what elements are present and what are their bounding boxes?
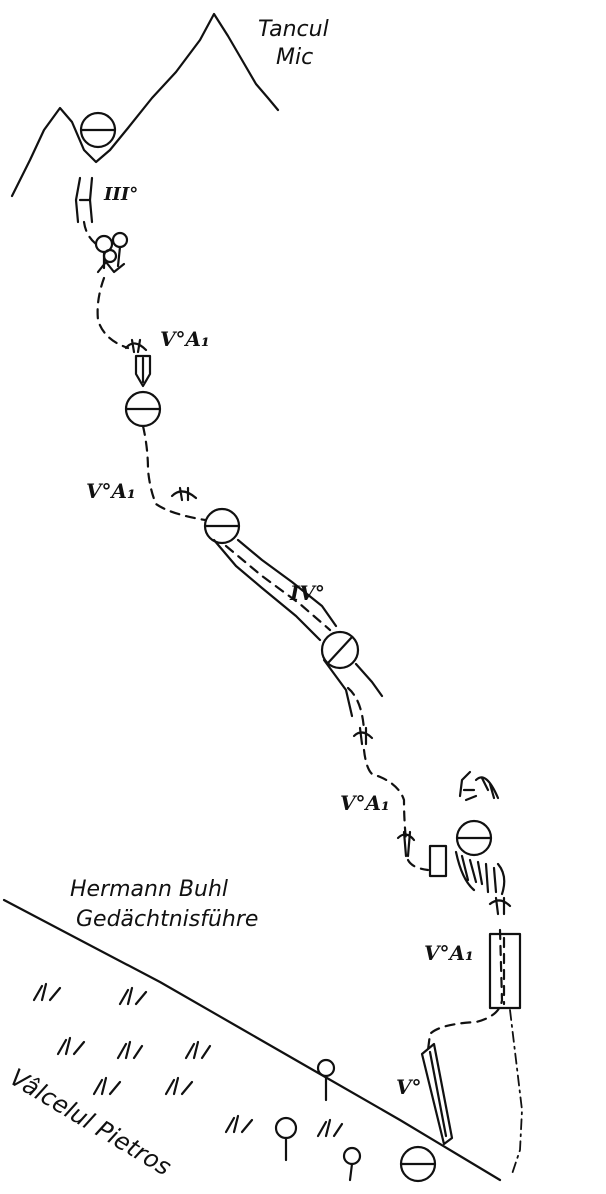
grade-label-1: III° [103, 184, 138, 205]
piton-mark-5 [488, 896, 512, 916]
gully-ramp [212, 538, 384, 718]
route-segment-3 [141, 424, 207, 522]
grass-tufts [32, 982, 344, 1138]
belay-station-2 [124, 390, 162, 428]
route-segment-6 [406, 858, 430, 872]
meadow-trees [274, 1058, 362, 1182]
route-name-line1: Hermann Buhl [70, 877, 228, 902]
mountain-ridge [10, 12, 280, 198]
belay-station-5 [455, 819, 493, 857]
peak-label-line1: Tancul [258, 17, 329, 42]
peak-label-line2: Mic [276, 45, 313, 70]
piton-mark-4 [396, 830, 416, 858]
route-name-line2: Gedächtnisführe [76, 907, 258, 932]
grade-label-5: V°A₁ [340, 791, 390, 815]
overhang-hatching [454, 770, 506, 896]
tree-cluster-top [94, 231, 129, 274]
belay-station-6 [399, 1145, 437, 1183]
valley-slope-line [2, 898, 502, 1182]
piton-mark-3 [352, 726, 374, 746]
dihedral-box [488, 932, 522, 1010]
grade-label-7: V° [396, 1075, 422, 1099]
route-segment-5 [362, 748, 408, 842]
lower-crack [420, 1042, 454, 1146]
grade-label-6: V°A₁ [424, 941, 474, 965]
chimney-top [74, 176, 94, 224]
belay-station-3 [203, 507, 241, 545]
rock-block [428, 844, 448, 878]
route-segment-7 [426, 928, 504, 1052]
route-segment-4 [346, 686, 366, 732]
route-segment-1 [82, 220, 98, 246]
descent-line [509, 1009, 523, 1175]
grade-label-2: V°A₁ [160, 327, 210, 351]
grade-label-4: IV° [289, 581, 325, 605]
belay-station-4 [320, 630, 360, 670]
crack-arrow-1 [134, 354, 152, 388]
belay-station-1 [79, 111, 117, 149]
route-segment-2 [96, 276, 130, 350]
grade-label-3: V°A₁ [86, 479, 136, 503]
piton-mark-2 [170, 486, 198, 502]
piton-mark-1 [124, 338, 148, 354]
valley-label: Vâlcelul Pietros [5, 1063, 176, 1181]
